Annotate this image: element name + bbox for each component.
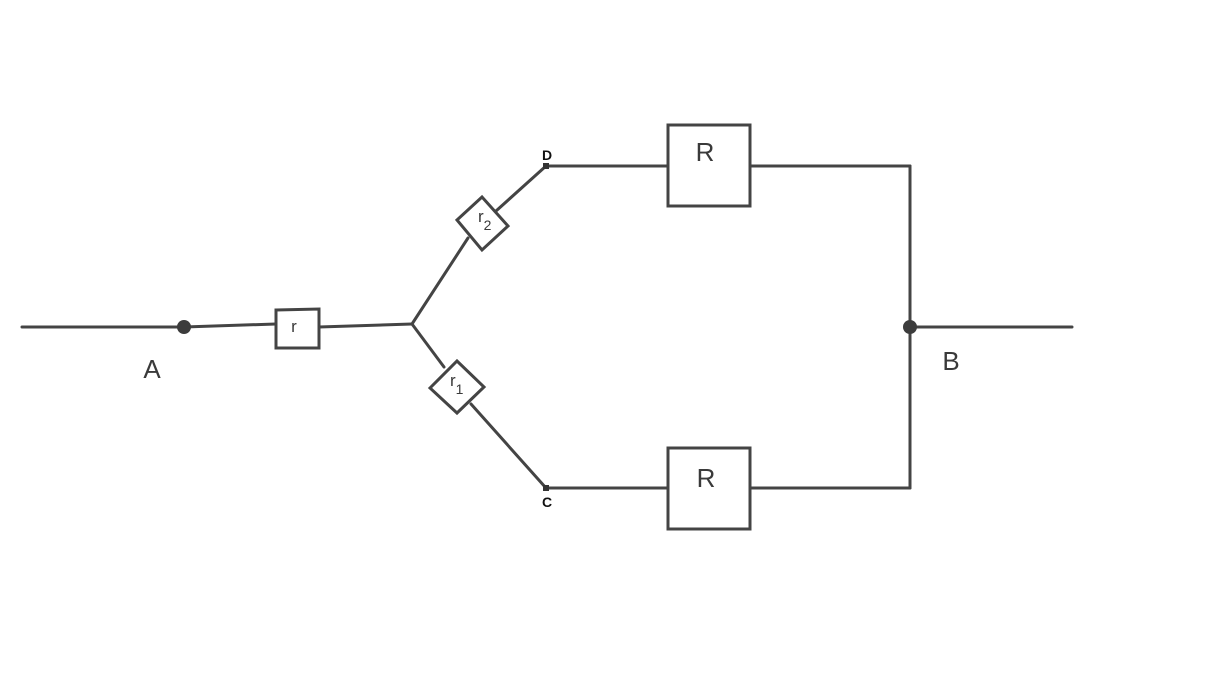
svg-text:r2: r2 bbox=[478, 207, 492, 233]
svg-text:R: R bbox=[697, 463, 716, 493]
wire-r1-to-c bbox=[469, 402, 548, 490]
wire-a-to-r bbox=[182, 322, 278, 329]
resistor-R-bottom: R bbox=[666, 446, 752, 531]
label-a: A bbox=[143, 354, 161, 384]
terminal-c bbox=[543, 485, 549, 491]
resistor-r: r bbox=[274, 307, 321, 350]
label-b: B bbox=[942, 346, 959, 376]
label-d: D bbox=[542, 147, 552, 163]
wire-r2-to-d bbox=[494, 164, 548, 213]
wire-junction-to-r2 bbox=[410, 236, 470, 326]
svg-text:R: R bbox=[696, 137, 715, 167]
resistor-r2: r2 bbox=[454, 194, 511, 253]
label-c: C bbox=[542, 494, 552, 510]
terminal-d bbox=[543, 163, 549, 169]
wire-junction-to-r1 bbox=[410, 322, 446, 369]
svg-text:r1: r1 bbox=[450, 371, 464, 397]
node-a bbox=[177, 320, 191, 334]
svg-text:r: r bbox=[291, 317, 297, 336]
node-b bbox=[903, 320, 917, 334]
wire-r-to-junction bbox=[317, 322, 414, 329]
resistor-r1: r1 bbox=[427, 358, 487, 416]
resistor-R-top: R bbox=[666, 123, 752, 208]
